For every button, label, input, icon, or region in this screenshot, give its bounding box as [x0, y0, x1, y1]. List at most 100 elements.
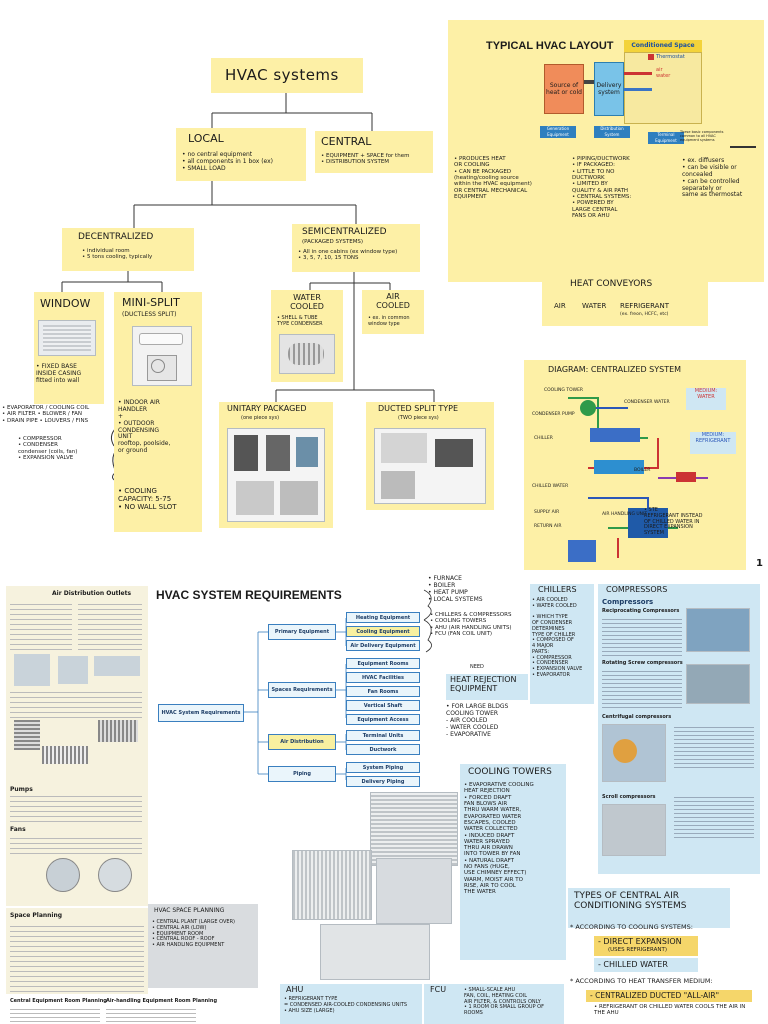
outlets-text-row: [10, 690, 142, 718]
semicentralized-body: • All in one cabins (ex window type) • 3…: [298, 249, 398, 262]
req-delivery-piping: Delivery Piping: [346, 776, 420, 787]
reciprocating-image: [686, 608, 750, 652]
ducted-heading: DUCTED SPLIT TYPE: [378, 404, 459, 413]
central-room-text: [10, 1006, 100, 1022]
cooling-towers-note: COOLING TOWERS • EVAPORATIVE COOLING HEA…: [460, 764, 566, 960]
diagram-label-condenser-water: CONDENSER WATER: [624, 400, 670, 405]
ahu-room-heading: Air-handling Equipment Room Planning: [106, 998, 218, 1004]
compressors-panel: COMPRESSORS Compressors Reciprocating Co…: [598, 584, 760, 874]
chillers-note: CHILLERS • AIR COOLED • WATER COOLED • W…: [530, 584, 594, 704]
req-equipment-access: Equipment Access: [346, 714, 420, 725]
heat-conveyors-title: HEAT CONVEYORS: [570, 279, 653, 289]
window-body: • FIXED BASE INSIDE CASING fitted into w…: [36, 363, 82, 384]
centralized-diagram-note: DIAGRAM: CENTRALIZED SYSTEM COOLING TOWE…: [524, 360, 746, 570]
natural-draft-image: [320, 924, 430, 980]
unitary-heading: UNITARY PACKAGED: [227, 404, 307, 413]
compressors-title: Compressors: [602, 598, 654, 606]
pumps-heading: Pumps: [10, 786, 33, 793]
space-planning-sticky-head: HVAC SPACE PLANNING: [154, 907, 225, 914]
ducted-sub: (TWO piece sys): [398, 415, 439, 421]
screw-heading: Rotating Screw compressors: [602, 660, 683, 666]
water-cooled-body: • SHELL & TUBE TYPE CONDENSER: [277, 315, 323, 327]
air-cooled-body: • ex. in common window type: [368, 315, 410, 327]
grille-image: [14, 720, 40, 750]
mini-split-capacity: • COOLING CAPACITY: 5-75 • NO WALL SLOT: [118, 487, 177, 512]
decentralized-note: DECENTRALIZED • individual room • 5 tons…: [62, 228, 194, 271]
heating-list: • FURNACE • BOILER • HEAT PUMP • LOCAL S…: [428, 575, 483, 603]
ahu-body: • REFRIGERANT TYPE = CONDENSED AIR-COOLE…: [284, 996, 408, 1014]
medium-water-label: MEDIUM: WATER: [686, 388, 726, 410]
diagram-label-ahu: AIR HANDLING UNIT: [602, 512, 648, 517]
types-by-cooling: * ACCORDING TO COOLING SYSTEMS:: [570, 923, 693, 931]
diagram-label-tower: COOLING TOWER: [544, 388, 584, 393]
chilled-water-highlight: - CHILLED WATER: [594, 958, 698, 972]
req-system-piping: System Piping: [346, 762, 420, 773]
fcu-heading: FCU: [430, 985, 447, 994]
conveyor-air: AIR: [554, 302, 566, 310]
ducted-split-image: [374, 428, 486, 504]
space-planning-text: [10, 922, 144, 992]
conveyor-refrigerant: REFRIGERANT: [620, 302, 669, 310]
heat-rejection-body: • FOR LARGE BLDGS COOLING TOWER - AIR CO…: [446, 703, 509, 738]
mini-split-heading: MINI-SPLIT: [122, 296, 180, 309]
diagram-title: DIAGRAM: CENTRALIZED SYSTEM: [548, 365, 682, 374]
all-air-sub: • REFRIGERANT OR CHILLED WATER COOLS THE…: [594, 1004, 746, 1017]
screw-image: [686, 664, 750, 704]
central-room-heading: Central Equipment Room Planning: [10, 998, 107, 1004]
unitary-packaged-image: [227, 428, 325, 522]
centrifugal-heading: Centrifugal compressors: [602, 714, 672, 720]
screw-text: [602, 668, 682, 708]
all-air-highlight: - CENTRALIZED DUCTED "ALL-AIR": [586, 990, 752, 1002]
req-root: HVAC System Requirements: [158, 704, 244, 722]
types-by-medium: * ACCORDING TO HEAT TRANSFER MEDIUM:: [570, 977, 713, 985]
heat-rejection-note: HEAT REJECTION EQUIPMENT: [446, 674, 528, 700]
req-cooling: Cooling Equipment: [346, 626, 420, 637]
left-document: Air Distribution Outlets Pumps Fans: [6, 586, 148, 906]
mini-split-note: MINI-SPLIT (DUCTLESS SPLIT) • INDOOR AIR…: [114, 292, 202, 532]
centralized-diagram-sketch: [568, 397, 708, 562]
diagram-label-boiler: BOILER: [634, 468, 651, 473]
layout-title: TYPICAL HVAC LAYOUT: [486, 40, 614, 52]
outlets-text-col1: [10, 602, 72, 650]
water-cooled-heading: WATER COOLED: [290, 293, 324, 311]
shell-tube-image: [279, 334, 335, 374]
generation-notes: • PRODUCES HEAT OR COOLING • CAN BE PACK…: [454, 156, 532, 200]
typical-layout-note: TYPICAL HVAC LAYOUT Conditioned Space Th…: [448, 20, 764, 282]
diagram-label-supply: SUPPLY AIR: [534, 510, 560, 515]
hvac-systems-title: HVAC systems: [225, 66, 339, 84]
req-piping: Piping: [268, 766, 336, 782]
central-body: • EQUIPMENT + SPACE for them • DISTRIBUT…: [321, 153, 410, 166]
diagram-label-return: RETURN AIR: [534, 524, 562, 529]
terminal-label: Terminal Equipment: [648, 132, 684, 144]
unitary-packaged-note: UNITARY PACKAGED (one piece sys): [219, 402, 333, 528]
linear-diffuser-image: [94, 656, 140, 676]
ducted-split-note: DUCTED SPLIT TYPE (TWO piece sys): [366, 402, 494, 510]
chilled-water: - CHILLED WATER: [598, 960, 668, 969]
outdoor-components-list: • COMPRESSOR • CONDENSER condenser (coil…: [18, 436, 78, 461]
window-unit-image: [38, 320, 96, 356]
cooling-list: • CHILLERS & COMPRESSORS • COOLING TOWER…: [430, 612, 512, 637]
square-diffuser-image: [58, 656, 88, 684]
semicentralized-heading: SEMICENTRALIZED: [302, 227, 387, 237]
chillers-heading: CHILLERS: [538, 585, 577, 594]
unitary-sub: (one piece sys): [241, 415, 280, 421]
air-water-label: air water: [656, 67, 671, 79]
semicentralized-sub: (PACKAGED SYSTEMS): [302, 239, 364, 245]
centrifugal-text: [674, 724, 754, 768]
space-planning-doc: Space Planning: [6, 908, 148, 994]
heat-rejection-need: NEED: [470, 664, 484, 670]
reciprocating-heading: Reciprocating Compressors: [602, 608, 680, 614]
req-vertical-shaft: Vertical Shaft: [346, 700, 420, 711]
cooling-towers-heading: COOLING TOWERS: [468, 767, 552, 777]
ahu-note: AHU • REFRIGERANT TYPE = CONDENSED AIR-C…: [280, 984, 422, 1024]
page-number: 1: [756, 558, 763, 569]
requirements-title: HVAC SYSTEM REQUIREMENTS: [156, 588, 342, 602]
req-ductwork: Ductwork: [346, 744, 420, 755]
local-heading: LOCAL: [188, 132, 224, 145]
all-air: - CENTRALIZED DUCTED "ALL-AIR": [590, 991, 720, 1000]
medium-refrigerant-label: MEDIUM: REFRIGERANT: [690, 432, 736, 454]
fans-text: [10, 836, 142, 854]
reciprocating-text: [602, 616, 682, 656]
cooling-towers-body: • EVAPORATIVE COOLING HEAT REJECTION • F…: [464, 782, 534, 896]
distribution-label: Distribution System: [594, 126, 630, 138]
